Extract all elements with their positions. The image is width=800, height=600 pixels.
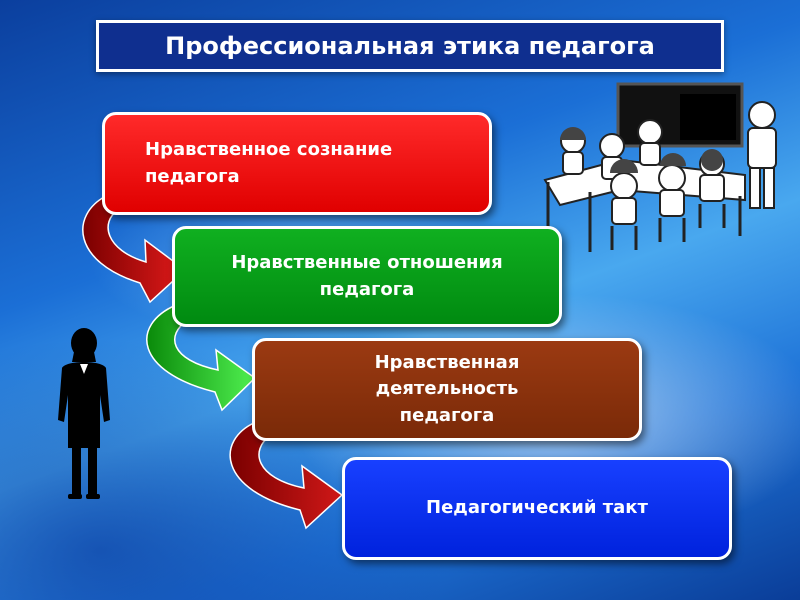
step-label-line: Нравственные отношения (231, 252, 503, 274)
arrow-1-icon (82, 195, 187, 304)
step-label-line: педагога (145, 165, 240, 187)
step-label-line: педагога (399, 404, 495, 426)
step-label-line: Педагогический такт (426, 497, 648, 519)
slide-title: Профессиональная этика педагога (96, 20, 724, 72)
step-label-line: деятельность (375, 378, 519, 400)
arrow-3-icon (229, 421, 344, 530)
step-moral-consciousness: Нравственное сознание педагога (102, 112, 492, 215)
step-label-line: педагога (319, 278, 415, 300)
step-label-line: Нравственное сознание (145, 139, 393, 161)
arrow-2-icon (146, 304, 257, 412)
step-pedagogical-tact: Педагогический такт (342, 457, 732, 560)
step-moral-relations: Нравственные отношения педагога (172, 226, 562, 327)
step-label-line: Нравственная (374, 352, 520, 374)
step-moral-activity: Нравственная деятельность педагога (252, 338, 642, 441)
